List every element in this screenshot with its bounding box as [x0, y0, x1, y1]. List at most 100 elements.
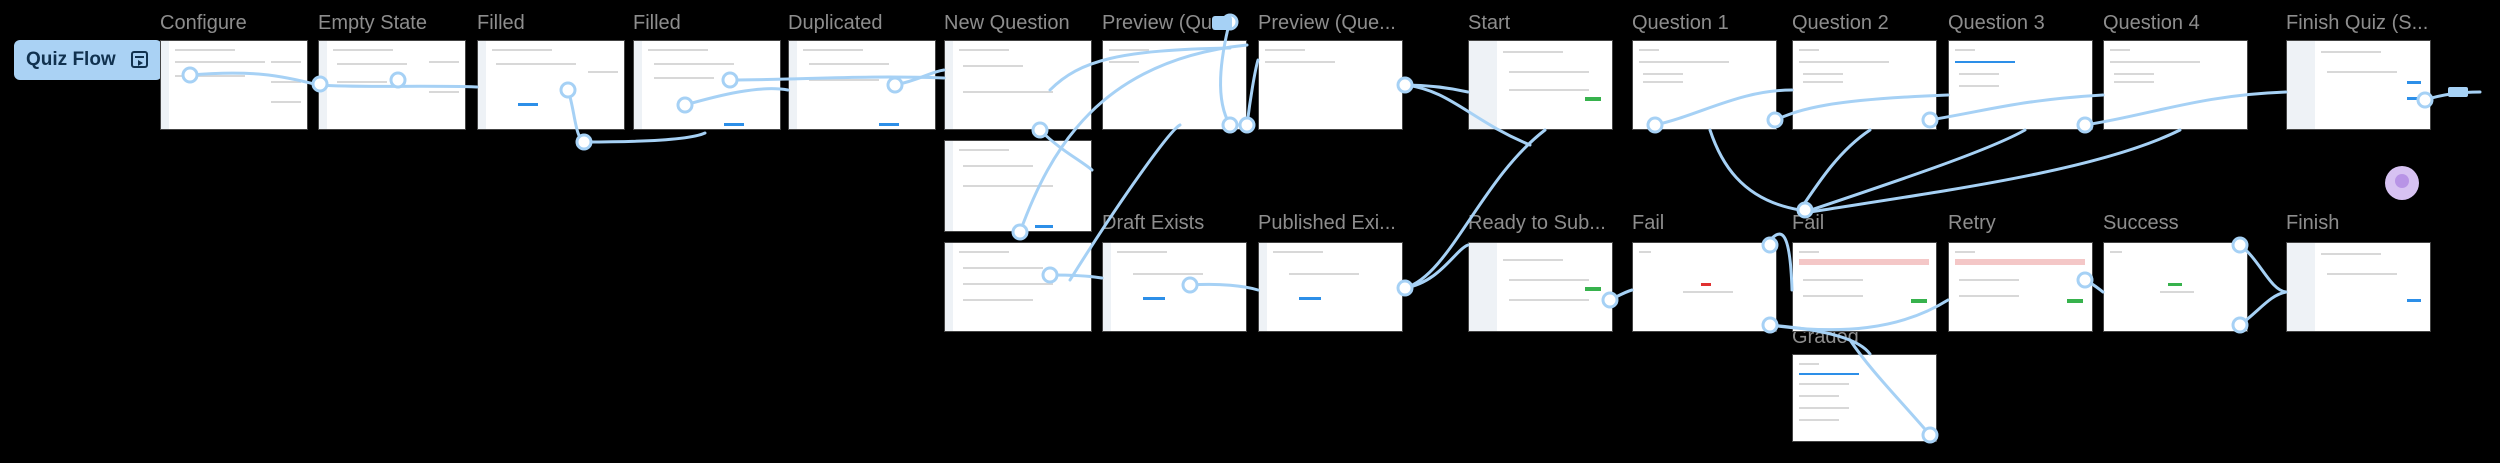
sidebar: [634, 41, 642, 129]
frame-question-1[interactable]: [1632, 40, 1777, 130]
sidebar: [945, 141, 953, 231]
sidebar: [2287, 243, 2315, 331]
connector-handle[interactable]: [1601, 291, 1619, 309]
frame-title-start: Start: [1468, 12, 1511, 34]
connector-handle[interactable]: [2076, 116, 2094, 134]
frame-graded[interactable]: [1792, 354, 1937, 442]
frame-finish-quiz[interactable]: [2286, 40, 2431, 130]
sidebar: [1469, 41, 1497, 129]
connector: [1245, 58, 1260, 127]
frame-title-configure: Configure: [160, 12, 247, 34]
connector-handle[interactable]: [721, 71, 739, 89]
frame-published-exists[interactable]: [1258, 242, 1403, 332]
frame-title-fail-2: Fail: [1792, 212, 1825, 234]
connector-handle[interactable]: [389, 71, 407, 89]
frame-title-empty-state: Empty State: [318, 12, 427, 34]
connector: [1808, 128, 2182, 214]
frame-title-new-question: New Question: [944, 12, 1070, 34]
fail-indicator: [1701, 283, 1711, 286]
frame-preview-2[interactable]: [1258, 40, 1403, 130]
connector-handle[interactable]: [1796, 201, 1814, 219]
connector-handle[interactable]: [1181, 276, 1199, 294]
sidebar: [161, 41, 169, 129]
frame-start[interactable]: [1468, 40, 1613, 130]
connector-handle[interactable]: [1646, 116, 1664, 134]
frame-title-draft-exists: Draft Exists: [1102, 212, 1205, 234]
frame-question-4[interactable]: [2103, 40, 2248, 130]
connector-handle[interactable]: [886, 76, 904, 94]
play-frame-icon[interactable]: [131, 51, 148, 68]
frame-fail-2[interactable]: [1792, 242, 1937, 332]
sidebar: [1469, 243, 1497, 331]
overflow-connector-tab[interactable]: [2448, 87, 2468, 97]
connector-handle[interactable]: [1011, 223, 1029, 241]
connector-handle[interactable]: [1396, 279, 1414, 297]
sidebar: [2287, 41, 2315, 129]
connector-handle[interactable]: [1041, 266, 1059, 284]
sidebar: [945, 41, 953, 129]
connector-handle[interactable]: [2231, 316, 2249, 334]
frame-title-fail-1: Fail: [1632, 212, 1665, 234]
frame-new-question-2[interactable]: [944, 140, 1092, 232]
sidebar: [478, 41, 486, 129]
connector-handle[interactable]: [2231, 236, 2249, 254]
connector-handle[interactable]: [1396, 76, 1414, 94]
connector-handle[interactable]: [1238, 116, 1256, 134]
frame-question-3[interactable]: [1948, 40, 2093, 130]
frame-title-published-exists: Published Exi...: [1258, 212, 1396, 234]
frame-title-retry: Retry: [1948, 212, 1996, 234]
frame-preview-1[interactable]: [1102, 40, 1247, 130]
frame-new-question[interactable]: [944, 40, 1092, 130]
connector-handle[interactable]: [1921, 426, 1939, 444]
connector-handle[interactable]: [2076, 271, 2094, 289]
frame-success[interactable]: [2103, 242, 2248, 332]
frame-filled-1[interactable]: [477, 40, 625, 130]
frame-new-question-3[interactable]: [944, 242, 1092, 332]
frame-title-question-3: Question 3: [1948, 12, 2045, 34]
success-indicator: [2168, 283, 2182, 286]
flow-starting-point[interactable]: Quiz Flow: [14, 40, 162, 80]
flow-name: Quiz Flow: [26, 49, 116, 70]
connector: [1708, 128, 1802, 212]
frame-title-finish: Finish: [2286, 212, 2340, 234]
frame-duplicated[interactable]: [788, 40, 936, 130]
collaborator-avatar: [2385, 166, 2419, 200]
frame-retry[interactable]: [1948, 242, 2093, 332]
connector-handle[interactable]: [1766, 111, 1784, 129]
connector-handle[interactable]: [1221, 13, 1239, 31]
frame-draft-exists[interactable]: [1102, 242, 1247, 332]
frame-title-preview-1: Preview (Qu...: [1102, 12, 1222, 34]
connector: [1803, 128, 2027, 214]
connector: [1403, 243, 1470, 290]
frame-filled-2[interactable]: [633, 40, 781, 130]
connector-handle[interactable]: [575, 133, 593, 151]
sidebar: [945, 243, 953, 331]
connector-handle[interactable]: [1921, 111, 1939, 129]
frame-title-question-4: Question 4: [2103, 12, 2200, 34]
sidebar: [1103, 243, 1111, 331]
frame-title-question-1: Question 1: [1632, 12, 1729, 34]
frame-fail-1[interactable]: [1632, 242, 1777, 332]
frame-question-2[interactable]: [1792, 40, 1937, 130]
connector-handle[interactable]: [181, 66, 199, 84]
frame-title-question-2: Question 2: [1792, 12, 1889, 34]
sidebar: [789, 41, 797, 129]
connector-handle[interactable]: [1221, 116, 1239, 134]
frame-finish[interactable]: [2286, 242, 2431, 332]
frame-title-ready-to-submit: Ready to Sub...: [1468, 212, 1606, 234]
connector-handle[interactable]: [1761, 316, 1779, 334]
frame-configure[interactable]: [160, 40, 308, 130]
connector-handle[interactable]: [1761, 236, 1779, 254]
connector-handle[interactable]: [559, 81, 577, 99]
connector-handle[interactable]: [2416, 91, 2434, 109]
frame-title-success: Success: [2103, 212, 2179, 234]
sidebar: [1259, 243, 1267, 331]
connector-handle[interactable]: [676, 96, 694, 114]
frame-title-filled-2: Filled: [633, 12, 681, 34]
frame-title-filled-1: Filled: [477, 12, 525, 34]
connector-handle[interactable]: [1031, 121, 1049, 139]
connector-handle[interactable]: [311, 75, 329, 93]
connector: [1798, 128, 1872, 212]
connector: [1403, 83, 1470, 94]
frame-ready-to-submit[interactable]: [1468, 242, 1613, 332]
